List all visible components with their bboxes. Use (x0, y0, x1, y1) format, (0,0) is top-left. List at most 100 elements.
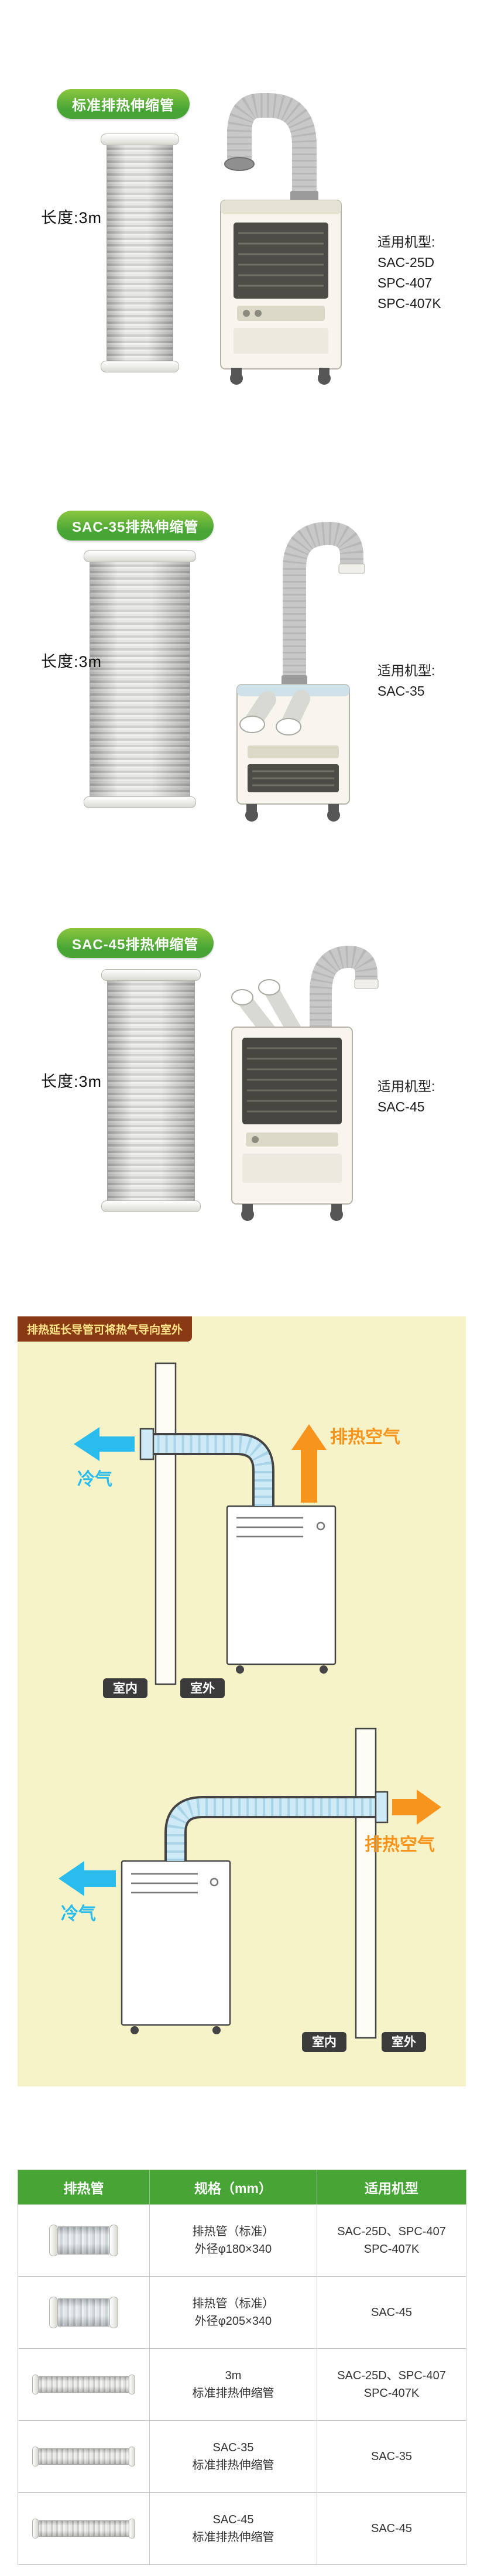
diagram-unit-outdoor: 冷气 排热空气 室内 室外 (74, 1362, 400, 1698)
short-duct-thumbnail (49, 2297, 118, 2328)
long-duct-thumbnail (32, 2447, 135, 2466)
length-label: 长度:3m (41, 653, 102, 670)
duct-image-cell (18, 2204, 150, 2277)
diagram-title: 排热延长导管可将热气导向室外 (18, 1316, 193, 1342)
spec-text: SAC-35 (212, 2441, 254, 2454)
duct-image-cell (18, 2276, 150, 2349)
duct-corrugated-tube (107, 145, 173, 361)
hot-air-arrow (392, 1790, 441, 1825)
spec-text: 3m (225, 2369, 242, 2382)
spec-cell: 排热管（标准） 外径φ205×340 (149, 2276, 317, 2349)
models-text: SAC-45 (370, 2522, 413, 2535)
models-text: SAC-45 (370, 2306, 413, 2319)
hot-air-label: 排热空气 (365, 1835, 435, 1855)
duct-end-cap (84, 796, 196, 808)
unit-body (220, 200, 342, 370)
duct-corrugated-tube (107, 981, 195, 1200)
wall (355, 1727, 377, 2039)
outdoor-badge: 室外 (180, 1678, 225, 1698)
ac-unit-photo-sac45 (231, 945, 379, 1221)
spec-text: 排热管（标准） (192, 2225, 274, 2238)
installation-diagram-panel: 排热延长导管可将热气导向室外 冷气 排热空气 (18, 1316, 466, 2086)
hot-air-label: 排热空气 (330, 1428, 400, 1447)
spec-cell: SAC-35 标准排热伸缩管 (149, 2420, 317, 2493)
indoor-badge: 室内 (103, 1678, 147, 1698)
models-cell: SAC-45 (317, 2276, 466, 2349)
models-heading: 适用机型: (377, 663, 435, 678)
ac-unit-photo-sac35 (236, 521, 365, 822)
long-duct-thumbnail (32, 2519, 135, 2539)
model-name: SAC-25D (377, 255, 435, 270)
outdoor-badge: 室外 (382, 2032, 426, 2052)
models-heading: 适用机型: (377, 1079, 435, 1094)
diagram-ac-unit (226, 1505, 337, 1674)
models-heading: 适用机型: (377, 234, 435, 249)
models-text: SAC-35 (370, 2450, 413, 2463)
outdoor-label: 室外 (392, 2035, 416, 2049)
spec-text: 标准排热伸缩管 (192, 2459, 274, 2472)
duct-image-cell (18, 2492, 150, 2565)
table-row: SAC-45 标准排热伸缩管 SAC-45 (18, 2492, 466, 2565)
duct-product-image (84, 550, 196, 808)
models-cell: SAC-45 (317, 2492, 466, 2565)
model-name: SPC-407K (377, 296, 441, 311)
models-cell: SAC-35 (317, 2420, 466, 2493)
spec-text: 外径φ205×340 (194, 2315, 272, 2328)
models-text: SAC-25D、SPC-407 (337, 2369, 446, 2382)
cold-air-label: 冷气 (77, 1470, 112, 1489)
cold-air-arrow (59, 1861, 116, 1896)
duct-image-cell (18, 2348, 150, 2421)
applicable-models: 适用机型: SAC-35 (377, 661, 435, 702)
casters (245, 804, 340, 822)
model-name: SAC-35 (377, 683, 425, 699)
col-header-models: 适用机型 (317, 2170, 466, 2205)
spec-table: 排热管 规格（mm） 适用机型 排热管（标准） 外径φ180×340 SAC-2… (18, 2170, 466, 2565)
models-cell: SAC-25D、SPC-407 SPC-407K (317, 2348, 466, 2421)
table-row: 排热管（标准） 外径φ205×340 SAC-45 (18, 2276, 466, 2349)
table-header-row: 排热管 规格（mm） 适用机型 (18, 2170, 466, 2205)
duct-image-cell (18, 2420, 150, 2493)
col-header-spec: 规格（mm） (149, 2170, 317, 2205)
cold-air-hoses (231, 979, 301, 1039)
duct-end-cap (101, 1200, 201, 1212)
duct-corrugated-tube (90, 562, 190, 796)
indoor-label: 室内 (113, 1681, 138, 1695)
table-row: 3m 标准排热伸缩管 SAC-25D、SPC-407 SPC-407K (18, 2348, 466, 2421)
cold-air-duct (139, 1428, 274, 1506)
spec-text: 标准排热伸缩管 (192, 2531, 274, 2544)
duct-product-image (101, 969, 201, 1212)
unit-body (236, 684, 350, 805)
exhaust-duct (282, 521, 365, 687)
spec-cell: 排热管（标准） 外径φ180×340 (149, 2204, 317, 2277)
length-label: 长度:3m (41, 209, 102, 227)
indoor-label: 室内 (312, 2035, 337, 2049)
casters (230, 368, 331, 385)
duct-end-cap (101, 969, 201, 981)
spec-text: 标准排热伸缩管 (192, 2387, 274, 2400)
applicable-models: 适用机型: SAC-25D SPC-407 SPC-407K (377, 232, 441, 314)
wall (155, 1362, 177, 1685)
spec-text: 外径φ180×340 (194, 2243, 272, 2256)
section-badge: SAC-45排热伸缩管 (57, 928, 214, 958)
section-badge: 标准排热伸缩管 (57, 89, 190, 119)
models-text: SAC-25D、SPC-407 (337, 2225, 446, 2238)
exhaust-duct (164, 1791, 389, 1861)
table-row: SAC-35 标准排热伸缩管 SAC-35 (18, 2420, 466, 2493)
duct-end-cap (101, 134, 179, 145)
exhaust-duct (224, 93, 318, 203)
model-name: SAC-45 (377, 1099, 425, 1114)
duct-end-cap (84, 550, 196, 562)
spec-cell: 3m 标准排热伸缩管 (149, 2348, 317, 2421)
hot-air-arrow (291, 1424, 327, 1503)
cold-air-label: 冷气 (61, 1904, 96, 1924)
model-name: SPC-407 (377, 275, 432, 290)
casters (241, 1204, 343, 1221)
spec-cell: SAC-45 标准排热伸缩管 (149, 2492, 317, 2565)
models-cell: SAC-25D、SPC-407 SPC-407K (317, 2204, 466, 2277)
ac-unit-photo-sac25d (220, 93, 342, 385)
diagram-unit-indoor: 排热空气 冷气 室内 室外 (59, 1727, 441, 2052)
duct-product-image (101, 134, 179, 372)
short-duct-thumbnail (49, 2225, 118, 2256)
models-text: SPC-407K (363, 2243, 420, 2256)
